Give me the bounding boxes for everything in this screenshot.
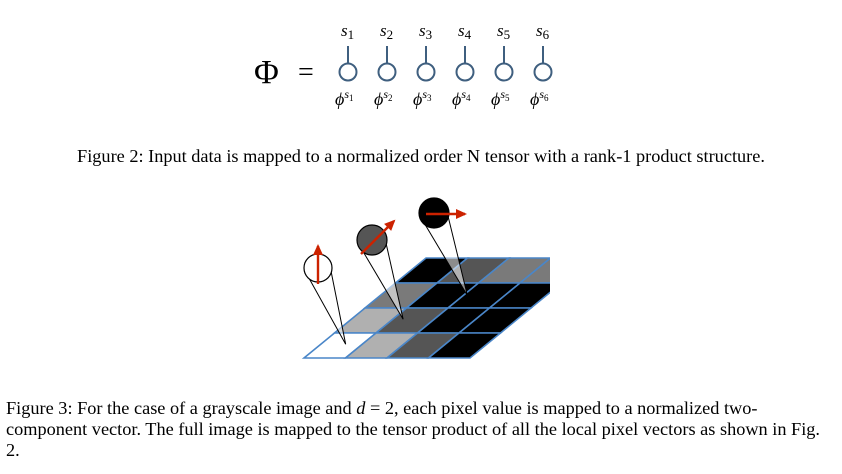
- projection-cone: [304, 270, 347, 345]
- site-index-var: s: [497, 21, 504, 40]
- site-node: [494, 62, 514, 82]
- grayscale-pixel-figure: [301, 197, 550, 359]
- feature-sup-sub: 5: [505, 93, 510, 103]
- site-index-sub: 1: [348, 27, 355, 42]
- feature-base: ϕ: [413, 89, 422, 109]
- site-index-sub: 5: [504, 27, 511, 42]
- state-arrow-head: [384, 219, 396, 231]
- site-index-label: s3: [419, 21, 432, 42]
- site-index-var: s: [536, 21, 543, 40]
- pixel-vector-3: [418, 197, 468, 296]
- feature-sup-sub: 4: [466, 93, 471, 103]
- site-feature-label: ϕs2: [374, 87, 393, 109]
- site-index-label: s6: [536, 21, 550, 42]
- site-index-label: s5: [497, 21, 510, 42]
- site-node: [533, 62, 553, 82]
- feature-sup-var: s: [383, 87, 388, 101]
- site-index-sub: 6: [543, 27, 550, 42]
- site-feature-label: ϕs3: [413, 87, 432, 109]
- site-index-sub: 3: [426, 27, 433, 42]
- caption-eq: = 2: [365, 398, 394, 418]
- feature-sup-var: s: [344, 87, 349, 101]
- feature-sup-var: s: [461, 87, 466, 101]
- pixel-vector-cones: [303, 197, 468, 345]
- pixel-cell: [426, 332, 503, 359]
- site-index-var: s: [458, 21, 465, 40]
- feature-sup-var: s: [539, 87, 544, 101]
- site-feature-label: ϕs6: [530, 87, 549, 109]
- equals-sign: =: [298, 57, 314, 88]
- state-arrow-head: [313, 244, 323, 255]
- feature-sup-sub: 6: [544, 93, 549, 103]
- feature-base: ϕ: [374, 89, 383, 109]
- site-node: [377, 62, 397, 82]
- site-index-sub: 4: [465, 27, 472, 42]
- site-feature-label: ϕs1: [335, 87, 354, 109]
- feature-sup-sub: 1: [349, 93, 354, 103]
- pixel-vector-sphere: [356, 224, 388, 256]
- caption-text-2: , each pixel value is mapped to a normal…: [6, 398, 821, 460]
- pixel-vector-1: [303, 244, 347, 345]
- figure-2-caption: Figure 2: Input data is mapped to a norm…: [77, 146, 765, 166]
- state-arrow-head: [456, 209, 467, 219]
- site-feature-label: ϕs4: [452, 87, 471, 109]
- feature-sup-sub: 3: [427, 93, 432, 103]
- caption-var-d: d: [356, 398, 366, 418]
- site-index-label: s1: [341, 21, 354, 42]
- site-node: [455, 62, 475, 82]
- feature-sup-sub: 2: [388, 93, 393, 103]
- pixel-vector-2: [356, 219, 404, 320]
- feature-base: ϕ: [491, 89, 500, 109]
- feature-sup-var: s: [422, 87, 427, 101]
- site-node: [416, 62, 436, 82]
- feature-sup-var: s: [500, 87, 505, 101]
- phi-symbol: Φ: [254, 54, 279, 91]
- site-index-sub: 2: [387, 27, 394, 42]
- site-node: [338, 62, 358, 82]
- figure-3-caption: Figure 3: For the case of a grayscale im…: [6, 398, 836, 461]
- site-index-var: s: [419, 21, 426, 40]
- site-feature-label: ϕs5: [491, 87, 510, 109]
- pixel-grid: [301, 257, 550, 359]
- caption-text-1: Figure 3: For the case of a grayscale im…: [6, 398, 357, 418]
- site-index-var: s: [380, 21, 387, 40]
- feature-base: ϕ: [530, 89, 539, 109]
- feature-base: ϕ: [452, 89, 461, 109]
- site-index-var: s: [341, 21, 348, 40]
- site-index-label: s4: [458, 21, 472, 42]
- feature-base: ϕ: [335, 89, 344, 109]
- site-index-label: s2: [380, 21, 393, 42]
